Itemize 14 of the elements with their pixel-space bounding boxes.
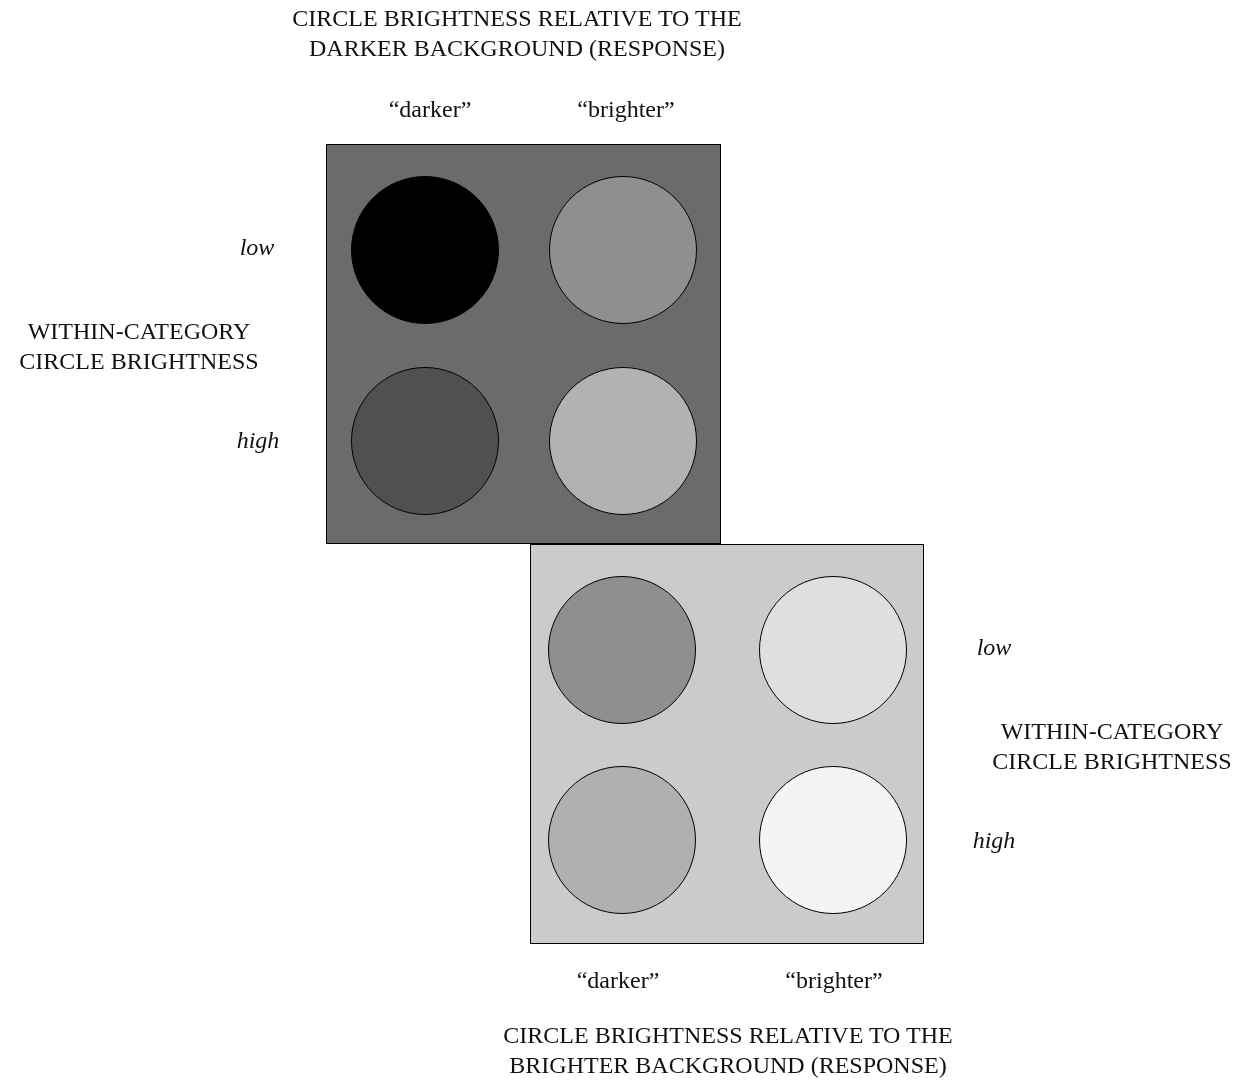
- column-label: “darker”: [575, 966, 661, 995]
- axis-title: CIRCLE BRIGHTNESS RELATIVE TO THE DARKER BACKGROUND (RESPONSE): [291, 4, 743, 63]
- axis-title: CIRCLE BRIGHTNESS RELATIVE TO THE BRIGHTER BACKGROUND (RESPONSE): [502, 1021, 954, 1080]
- axis-title: WITHIN-CATEGORY CIRCLE BRIGHTNESS: [991, 717, 1233, 776]
- row-label: high: [971, 826, 1017, 855]
- column-label: “brighter”: [576, 95, 676, 124]
- row-label: low: [238, 233, 276, 262]
- axis-title: WITHIN-CATEGORY CIRCLE BRIGHTNESS: [18, 317, 260, 376]
- background-square: [530, 544, 924, 944]
- row-label: high: [235, 426, 281, 455]
- column-label: “darker”: [387, 95, 473, 124]
- column-label: “brighter”: [784, 966, 884, 995]
- background-square: [326, 144, 721, 544]
- row-label: low: [975, 633, 1013, 662]
